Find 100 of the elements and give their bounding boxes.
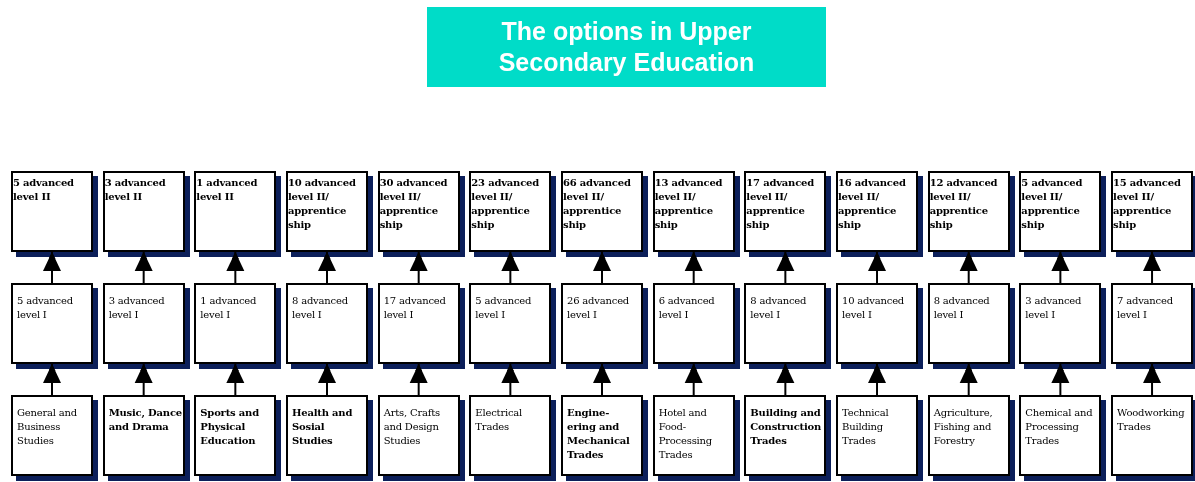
arrow — [1143, 363, 1162, 396]
option-box — [377, 395, 460, 476]
option-box — [469, 283, 552, 364]
box-text: 16 advanced level II/ apprentice ship — [838, 176, 907, 232]
box-text: Technical Building Trades — [842, 406, 890, 448]
arrow — [409, 363, 428, 396]
option-box — [561, 171, 643, 252]
arrow — [501, 363, 520, 396]
arrow — [959, 251, 978, 284]
option-box — [102, 395, 185, 476]
option-box — [286, 171, 368, 252]
box-text: 10 advanced level II/ apprentice ship — [288, 176, 357, 232]
option-box — [744, 283, 827, 364]
box-text: 23 advanced level II/ apprentice ship — [471, 176, 541, 232]
arrow — [134, 251, 153, 284]
box-text: Hotel and Food- Processing Trades — [658, 406, 714, 462]
box-text: Health and Sosial Studies — [292, 406, 354, 448]
box-text: 17 advanced level I — [383, 294, 447, 322]
box-text: 17 advanced level II/ apprentice ship — [746, 176, 816, 232]
box-text: 5 advanced level I — [475, 294, 533, 322]
option-box — [836, 395, 918, 476]
box-text: 8 advanced level I — [933, 294, 991, 322]
box-text: 7 advanced level I — [1117, 294, 1174, 322]
arrow — [776, 363, 795, 396]
box-text: General and Business Studies — [17, 406, 78, 448]
box-text: 6 advanced level I — [658, 294, 716, 322]
option-box — [744, 395, 827, 476]
box-text: 12 advanced level II/ apprentice ship — [929, 176, 999, 232]
arrow — [134, 363, 153, 396]
box-text: 5 advanced level I — [17, 294, 74, 322]
option-box — [194, 171, 277, 252]
option-box — [927, 395, 1010, 476]
arrow — [226, 251, 245, 284]
option-box — [469, 171, 552, 252]
arrow — [776, 251, 795, 284]
arrow — [318, 363, 336, 396]
box-text: Building and Construction Trades — [750, 406, 823, 448]
arrow — [501, 251, 520, 284]
box-text: 66 advanced level II/ apprentice ship — [563, 176, 632, 232]
arrow — [684, 363, 703, 396]
option-box — [836, 283, 918, 364]
box-text: 10 advanced level I — [842, 294, 906, 322]
option-box — [377, 171, 460, 252]
box-text: 1 advanced level II — [196, 176, 259, 204]
arrow — [959, 363, 978, 396]
option-box — [377, 283, 460, 364]
box-text: Chemical and Processing Trades — [1025, 406, 1094, 448]
box-text: Agriculture, Fishing and Forestry — [933, 406, 994, 448]
box-text: 15 advanced level II/ apprentice ship — [1113, 176, 1182, 232]
arrow — [868, 251, 887, 284]
option-box — [927, 171, 1010, 252]
arrow — [43, 363, 61, 396]
option-box — [1019, 283, 1102, 364]
option-box — [927, 283, 1010, 364]
option-box — [1019, 395, 1102, 476]
arrow — [593, 251, 611, 284]
box-text: 8 advanced level I — [292, 294, 349, 322]
arrow — [226, 363, 245, 396]
box-text: 3 advanced level I — [108, 294, 166, 322]
box-text: 5 advanced level II — [13, 176, 75, 204]
arrow — [1143, 251, 1162, 284]
arrow — [409, 251, 428, 284]
box-text: 3 advanced level II — [104, 176, 167, 204]
box-text: Music, Dance and Drama — [108, 406, 183, 434]
arrow — [1051, 363, 1070, 396]
option-box — [194, 283, 277, 364]
option-box — [652, 395, 735, 476]
arrow — [318, 251, 336, 284]
arrow — [684, 251, 703, 284]
option-box — [286, 283, 368, 364]
arrow — [868, 363, 887, 396]
option-box — [102, 171, 185, 252]
option-box — [836, 171, 918, 252]
option-box — [1111, 171, 1194, 252]
box-text: 8 advanced level I — [750, 294, 808, 322]
box-text: Engine- ering and Mechanical Trades — [567, 406, 631, 462]
box-text: 30 advanced level II/ apprentice ship — [379, 176, 449, 232]
box-text: 5 advanced level II/ apprentice ship — [1021, 176, 1084, 232]
option-box — [1111, 283, 1194, 364]
option-box — [469, 395, 552, 476]
option-box — [11, 283, 93, 364]
option-box — [286, 395, 368, 476]
option-box — [1111, 395, 1194, 476]
box-text: 3 advanced level I — [1025, 294, 1083, 322]
box-text: 1 advanced level I — [200, 294, 258, 322]
option-box — [652, 283, 735, 364]
box-text: Electrical Trades — [475, 406, 524, 434]
box-text: Arts, Crafts and Design Studies — [383, 406, 442, 448]
arrow — [43, 251, 61, 284]
option-box — [744, 171, 827, 252]
title-banner: The options in Upper Secondary Education — [427, 7, 826, 87]
option-box — [652, 171, 735, 252]
box-text: Sports and Physical Education — [200, 406, 260, 448]
option-box — [102, 283, 185, 364]
arrow — [593, 363, 611, 396]
box-text: Woodworking Trades — [1117, 406, 1186, 434]
option-box — [1019, 171, 1102, 252]
option-box — [561, 395, 643, 476]
option-box — [561, 283, 643, 364]
arrow — [1051, 251, 1070, 284]
